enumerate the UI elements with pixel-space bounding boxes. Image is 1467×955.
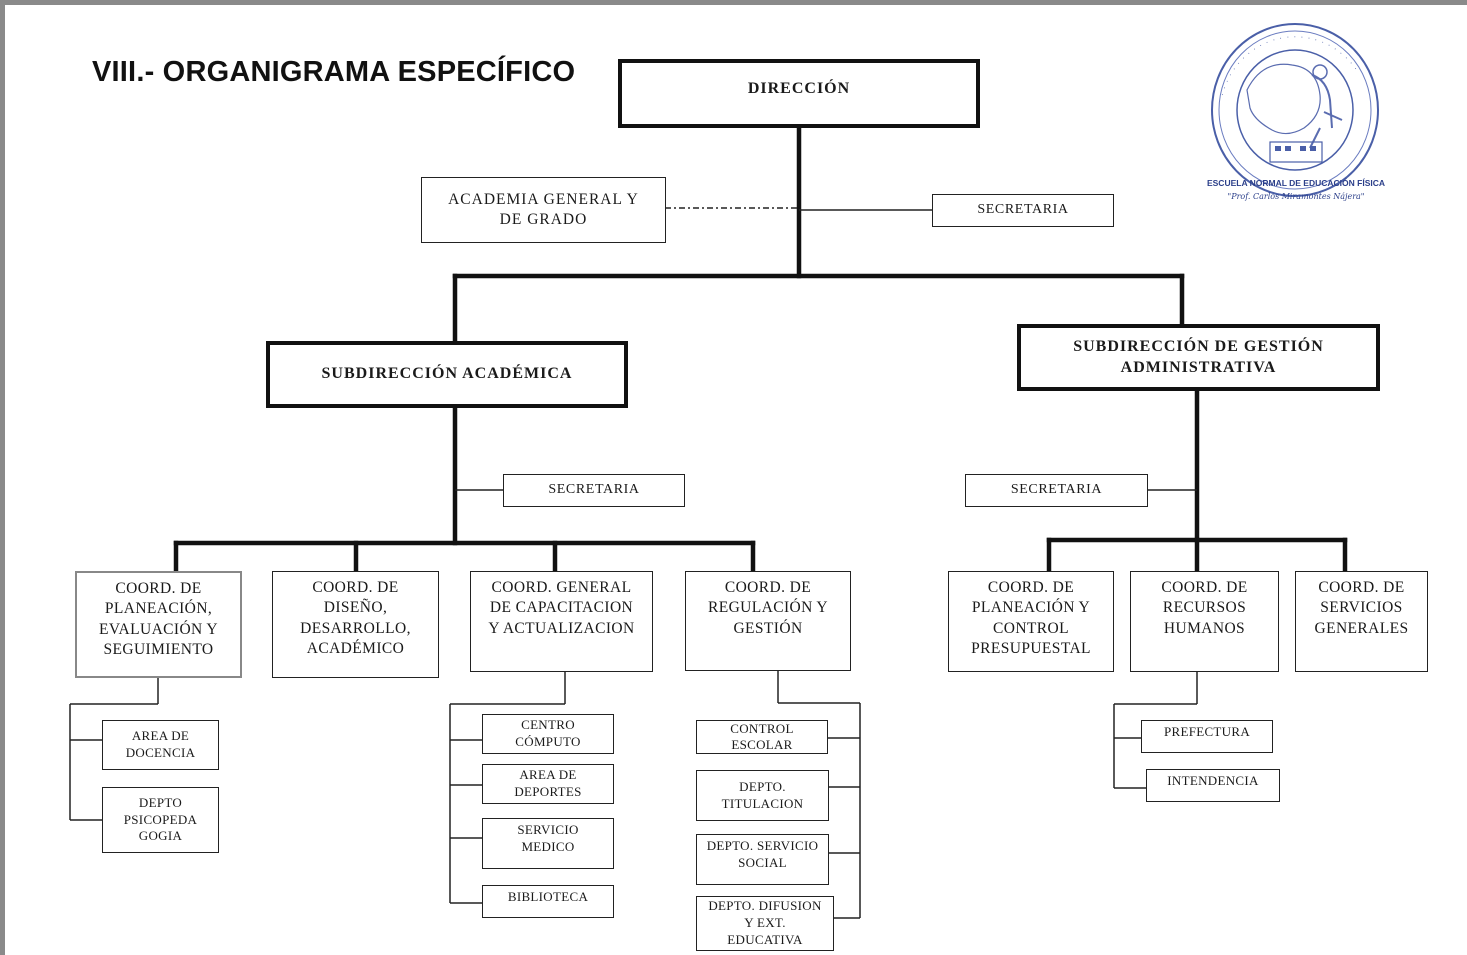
node-coord-planeacion: COORD. DE PLANEACIÓN, EVALUACIÓN Y SEGUI… xyxy=(75,571,242,678)
node-secretaria-direccion: SECRETARIA xyxy=(932,194,1114,227)
node-coord-rrhh: COORD. DE RECURSOS HUMANOS xyxy=(1130,571,1279,672)
node-depto-difusion-label: DEPTO. DIFUSION Y EXT. EDUCATIVA xyxy=(708,898,822,947)
node-depto-psicopedagogia-label: DEPTO PSICOPEDA GOGIA xyxy=(123,794,198,844)
node-biblioteca: BIBLIOTECA xyxy=(482,885,614,918)
node-area-docencia: AREA DE DOCENCIA xyxy=(102,720,219,770)
school-seal-logo: · · · · · · · · · · · · · · · · · · · · … xyxy=(1211,23,1379,197)
node-centro-computo-label: CENTRO CÓMPUTO xyxy=(515,717,581,749)
node-area-docencia-label: AREA DE DOCENCIA xyxy=(125,728,196,760)
node-sub-gestion-label: SUBDIRECCIÓN DE GESTIÓN ADMINISTRATIVA xyxy=(1073,337,1324,376)
node-depto-titulacion-label: DEPTO. TITULACION xyxy=(721,778,804,811)
node-coord-diseno: COORD. DE DISEÑO, DESARROLLO, ACADÉMICO xyxy=(272,571,439,678)
node-secretaria-gestion-label: SECRETARIA xyxy=(1010,482,1103,498)
node-prefectura-label: PREFECTURA xyxy=(1163,724,1251,739)
node-coord-regulacion-label: COORD. DE REGULACIÓN Y GESTIÓN xyxy=(707,579,829,637)
node-secretaria-academica-label: SECRETARIA xyxy=(548,482,640,498)
logo-caption: ESCUELA NORMAL DE EDUCACIÓN FÍSICA xyxy=(1206,178,1386,188)
node-depto-titulacion: DEPTO. TITULACION xyxy=(696,770,829,821)
node-coord-rrhh-label: COORD. DE RECURSOS HUMANOS xyxy=(1161,579,1248,637)
node-academia-label: ACADEMIA GENERAL Y DE GRADO xyxy=(448,190,639,228)
node-secretaria-direccion-label: SECRETARIA xyxy=(977,202,1069,218)
node-depto-difusion: DEPTO. DIFUSION Y EXT. EDUCATIVA xyxy=(696,896,834,951)
node-servicio-medico: SERVICIO MEDICO xyxy=(482,818,614,869)
node-coord-presupuestal-label: COORD. DE PLANEACIÓN Y CONTROL PRESUPUES… xyxy=(971,579,1091,658)
node-area-deportes: AREA DE DEPORTES xyxy=(482,764,614,804)
node-academia: ACADEMIA GENERAL Y DE GRADO xyxy=(421,177,666,243)
node-depto-servicio-social-label: DEPTO. SERVICIO SOCIAL xyxy=(706,838,819,870)
node-intendencia-label: INTENDENCIA xyxy=(1167,773,1259,788)
node-control-escolar-label: CONTROL ESCOLAR xyxy=(730,721,794,752)
node-depto-servicio-social: DEPTO. SERVICIO SOCIAL xyxy=(696,834,829,885)
logo-signature: "Prof. Carlos Miramontes Nájera" xyxy=(1227,192,1365,201)
node-coord-servicios: COORD. DE SERVICIOS GENERALES xyxy=(1295,571,1428,672)
node-centro-computo: CENTRO CÓMPUTO xyxy=(482,714,614,754)
node-coord-planeacion-label: COORD. DE PLANEACIÓN, EVALUACIÓN Y SEGUI… xyxy=(99,580,218,659)
node-sub-academica: SUBDIRECCIÓN ACADÉMICA xyxy=(266,341,628,408)
node-direccion: DIRECCIÓN xyxy=(618,59,980,128)
node-sub-gestion: SUBDIRECCIÓN DE GESTIÓN ADMINISTRATIVA xyxy=(1017,324,1380,391)
node-coord-diseno-label: COORD. DE DISEÑO, DESARROLLO, ACADÉMICO xyxy=(300,579,411,658)
node-coord-regulacion: COORD. DE REGULACIÓN Y GESTIÓN xyxy=(685,571,851,671)
node-coord-capacitacion-label: COORD. GENERAL DE CAPACITACION Y ACTUALI… xyxy=(488,579,635,637)
node-depto-psicopedagogia: DEPTO PSICOPEDA GOGIA xyxy=(102,787,219,853)
page-title: VIII.- ORGANIGRAMA ESPECÍFICO xyxy=(92,56,576,88)
node-prefectura: PREFECTURA xyxy=(1141,720,1273,753)
node-area-deportes-label: AREA DE DEPORTES xyxy=(514,767,582,799)
node-coord-presupuestal: COORD. DE PLANEACIÓN Y CONTROL PRESUPUES… xyxy=(948,571,1114,672)
node-biblioteca-label: BIBLIOTECA xyxy=(507,889,589,904)
node-intendencia: INTENDENCIA xyxy=(1146,769,1280,802)
node-secretaria-gestion: SECRETARIA xyxy=(965,474,1148,507)
node-direccion-label: DIRECCIÓN xyxy=(747,80,851,97)
node-coord-capacitacion: COORD. GENERAL DE CAPACITACION Y ACTUALI… xyxy=(470,571,653,672)
node-secretaria-academica: SECRETARIA xyxy=(503,474,685,507)
node-sub-academica-label: SUBDIRECCIÓN ACADÉMICA xyxy=(321,365,573,383)
node-control-escolar: CONTROL ESCOLAR xyxy=(696,720,828,754)
node-servicio-medico-label: SERVICIO MEDICO xyxy=(517,822,579,854)
node-coord-servicios-label: COORD. DE SERVICIOS GENERALES xyxy=(1314,579,1409,637)
